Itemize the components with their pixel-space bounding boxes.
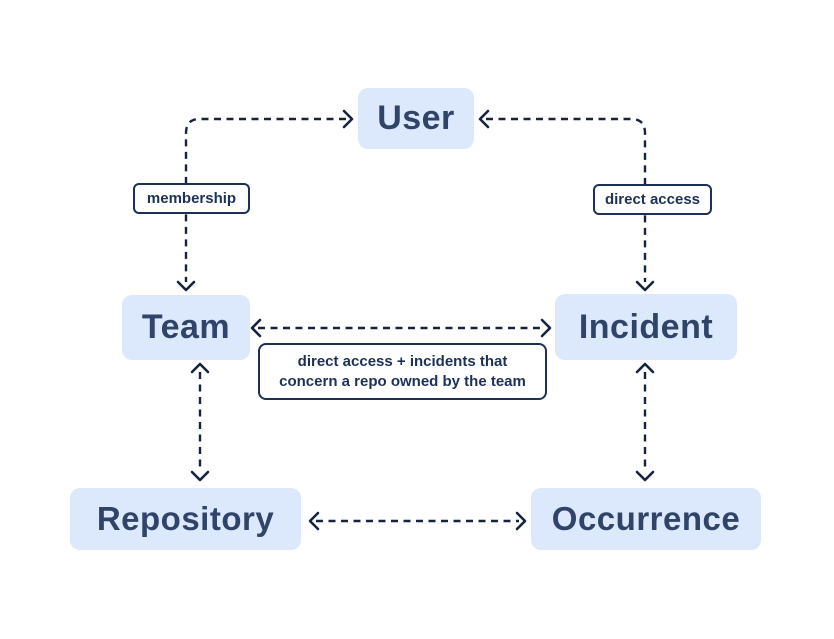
arrowhead-right-icon xyxy=(540,318,552,338)
node-incident: Incident xyxy=(555,294,737,360)
arrowhead-left-icon xyxy=(308,511,320,531)
edge-label-membership: membership xyxy=(133,183,250,214)
edge-team-repository xyxy=(190,362,210,482)
edge-incident-user xyxy=(478,109,655,292)
arrowhead-right-icon xyxy=(342,109,354,129)
edge-label-direct-access: direct access xyxy=(593,184,712,215)
edge-team-incident xyxy=(250,318,552,338)
arrowhead-up-icon xyxy=(190,362,210,374)
arrowhead-down-icon xyxy=(635,280,655,292)
arrowhead-right-icon xyxy=(515,511,527,531)
edge-label-line: direct access + incidents that xyxy=(297,352,508,370)
edge-incident-occurrence xyxy=(635,362,655,482)
node-team: Team xyxy=(122,295,250,360)
edge-team-user xyxy=(176,109,354,292)
node-user: User xyxy=(358,88,474,149)
arrowhead-down-icon xyxy=(635,470,655,482)
arrowhead-left-icon xyxy=(250,318,262,338)
edge-label-line: concern a repo owned by the team xyxy=(279,372,526,390)
arrowhead-down-icon xyxy=(176,280,196,292)
edge-label-team-incident: direct access + incidents that concern a… xyxy=(258,343,547,400)
arrowhead-up-icon xyxy=(635,362,655,374)
arrowhead-down-icon xyxy=(190,470,210,482)
edge-repository-occurrence xyxy=(308,511,527,531)
arrowhead-left-icon xyxy=(478,109,490,129)
node-occurrence: Occurrence xyxy=(531,488,761,550)
node-repository: Repository xyxy=(70,488,301,550)
